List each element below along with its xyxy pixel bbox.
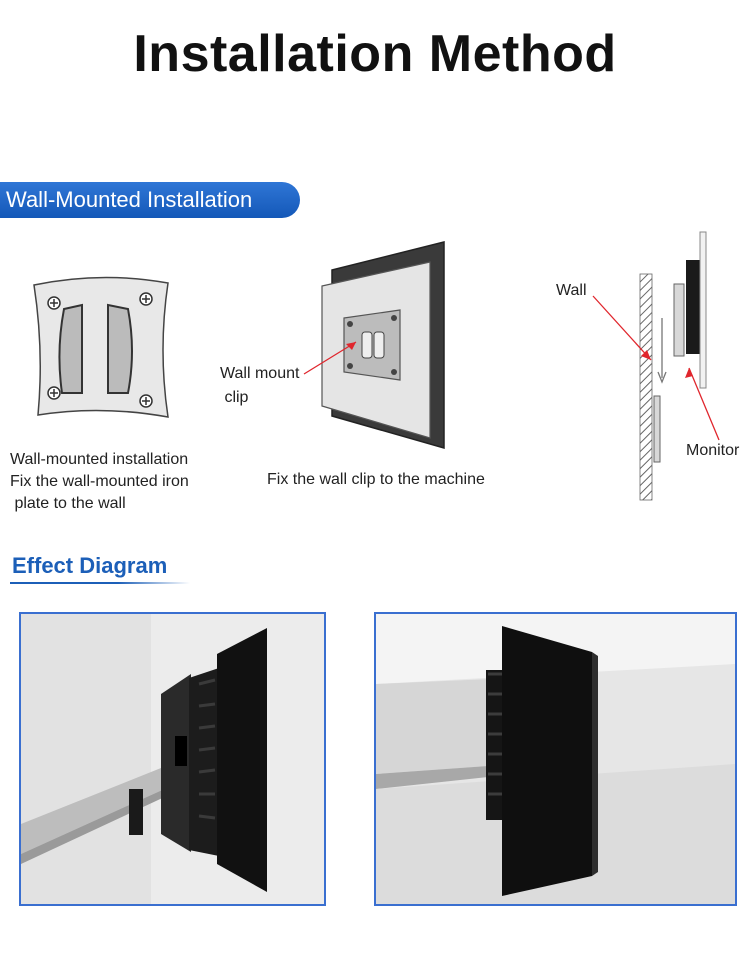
effect-photo-right-image xyxy=(376,614,735,904)
step1-caption-line3: plate to the wall xyxy=(10,495,126,512)
monitor-label: Monitor xyxy=(686,442,740,459)
wall-mount-clip-label-line2: clip xyxy=(220,389,249,406)
wall-mount-clip-label: Wall mount clip xyxy=(220,362,299,410)
section-heading-wall-mounted: Wall-Mounted Installation xyxy=(0,182,300,218)
section-heading-effect-diagram: Effect Diagram xyxy=(12,553,168,578)
monitor-with-clip-illustration xyxy=(321,241,445,449)
diagram-arrows xyxy=(592,295,720,441)
effect-photo-left-image xyxy=(21,614,324,904)
effect-photo-left xyxy=(19,612,326,906)
step1-caption-line1: Wall-mounted installation xyxy=(10,451,189,468)
wall-plate-illustration xyxy=(33,276,169,418)
side-view-diagram xyxy=(639,231,707,501)
wall-mount-clip-label-line1: Wall mount xyxy=(220,365,300,382)
step1-caption: Wall-mounted installation Fix the wall-m… xyxy=(10,449,189,515)
wall-label: Wall xyxy=(556,282,587,299)
step2-caption: Fix the wall clip to the machine xyxy=(267,471,485,488)
clip-arrow xyxy=(303,341,357,375)
page-title: Installation Method xyxy=(133,25,617,83)
effect-heading-underline xyxy=(10,582,190,584)
step1-caption-line2: Fix the wall-mounted iron xyxy=(10,473,189,490)
effect-photo-right xyxy=(374,612,737,906)
